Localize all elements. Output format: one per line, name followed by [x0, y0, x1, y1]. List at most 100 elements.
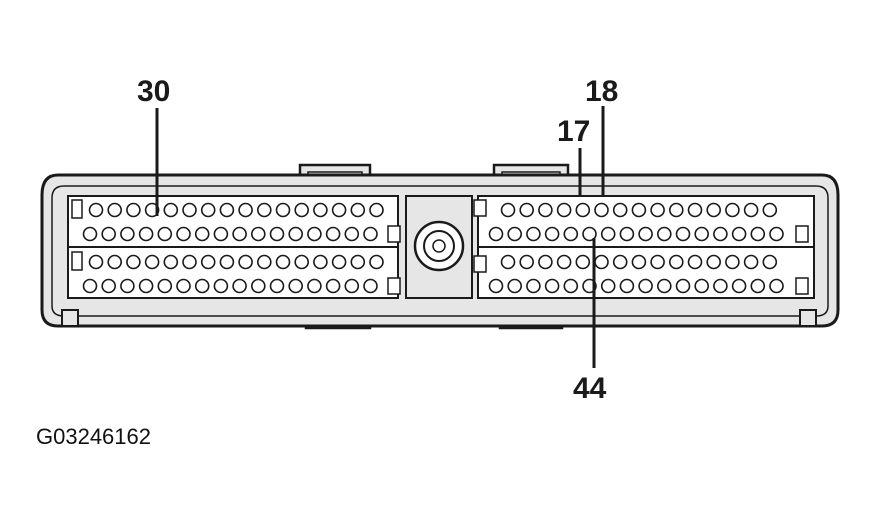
pin-socket: [668, 202, 684, 218]
pin-socket: [269, 226, 285, 242]
pin-socket: [163, 202, 179, 218]
pin-socket: [232, 226, 247, 242]
pin-socket: [213, 278, 229, 294]
pin-socket: [706, 254, 722, 270]
pin-socket: [526, 226, 541, 242]
pin-socket: [713, 226, 728, 242]
pin-socket: [519, 202, 535, 218]
pin-socket: [250, 226, 266, 242]
pin-socket: [82, 278, 98, 294]
pin-socket: [668, 254, 684, 270]
pin-socket: [612, 254, 628, 270]
pin-socket: [88, 254, 104, 270]
pin-socket: [687, 254, 703, 270]
pin-socket: [538, 254, 553, 270]
pin-socket: [138, 226, 154, 242]
pin-socket: [769, 278, 784, 294]
pin-socket: [194, 226, 210, 242]
pin-socket: [163, 254, 179, 270]
pin-socket: [182, 202, 197, 218]
pin-socket: [650, 254, 665, 270]
pin-socket: [275, 202, 291, 218]
pin-socket: [743, 254, 759, 270]
pin-socket: [363, 278, 378, 294]
pin-socket: [631, 202, 647, 218]
pin-array: [82, 202, 784, 294]
pin-socket: [762, 254, 778, 270]
pin-socket: [594, 202, 609, 218]
pin-socket: [526, 278, 541, 294]
pin-socket: [500, 254, 516, 270]
pin-socket: [232, 278, 247, 294]
pin-socket: [238, 254, 253, 270]
pin-socket: [544, 278, 560, 294]
pin-socket: [256, 254, 272, 270]
pin-socket: [750, 278, 766, 294]
pin-socket: [307, 278, 322, 294]
pin-socket: [556, 202, 572, 218]
pin-socket: [325, 278, 341, 294]
pin-socket: [500, 202, 516, 218]
pin-socket: [369, 202, 384, 218]
pin-socket: [725, 202, 740, 218]
pin-socket: [101, 278, 116, 294]
callout-18: 18: [585, 75, 618, 108]
pin-socket: [350, 254, 366, 270]
pin-socket: [307, 226, 322, 242]
pin-socket: [325, 226, 341, 242]
pin-socket: [275, 254, 291, 270]
figure-id: G03246162: [36, 424, 151, 449]
pin-socket: [731, 278, 747, 294]
pin-socket: [488, 278, 504, 294]
pin-socket: [743, 202, 759, 218]
pin-socket: [594, 254, 609, 270]
pin-socket: [120, 278, 135, 294]
pin-socket: [157, 278, 173, 294]
pin-socket: [138, 278, 154, 294]
pin-socket: [638, 278, 653, 294]
pin-socket: [294, 254, 310, 270]
pin-socket: [675, 226, 691, 242]
pin-socket: [219, 202, 235, 218]
pin-socket: [600, 278, 616, 294]
pin-socket: [507, 226, 523, 242]
pin-socket: [544, 226, 560, 242]
pin-socket: [619, 226, 635, 242]
pin-socket: [656, 226, 672, 242]
pin-socket: [107, 254, 122, 270]
pin-socket: [687, 202, 703, 218]
pin-socket: [176, 226, 191, 242]
pin-socket: [750, 226, 766, 242]
pin-socket: [369, 254, 384, 270]
pin-socket: [182, 254, 197, 270]
pin-socket: [101, 226, 116, 242]
pin-socket: [331, 202, 347, 218]
pin-socket: [344, 278, 360, 294]
pin-socket: [694, 278, 710, 294]
pin-socket: [350, 202, 366, 218]
pin-socket: [313, 202, 328, 218]
pin-socket: [731, 226, 747, 242]
pin-socket: [650, 202, 665, 218]
pin-socket: [656, 278, 672, 294]
pin-socket: [694, 226, 710, 242]
pin-socket: [88, 202, 104, 218]
callout-44: 44: [573, 372, 607, 405]
pin-socket: [769, 226, 784, 242]
pin-socket: [126, 254, 141, 270]
pin-socket: [107, 202, 122, 218]
pin-socket: [144, 254, 160, 270]
pin-socket: [675, 278, 691, 294]
pin-socket: [256, 202, 272, 218]
pin-socket: [762, 202, 778, 218]
pin-socket: [200, 202, 216, 218]
pin-socket: [126, 202, 141, 218]
pin-socket: [219, 254, 235, 270]
pin-socket: [563, 278, 579, 294]
pin-socket: [331, 254, 347, 270]
pin-socket: [120, 226, 135, 242]
pin-socket: [213, 226, 229, 242]
pin-socket: [507, 278, 523, 294]
pin-socket: [294, 202, 310, 218]
pin-socket: [313, 254, 328, 270]
